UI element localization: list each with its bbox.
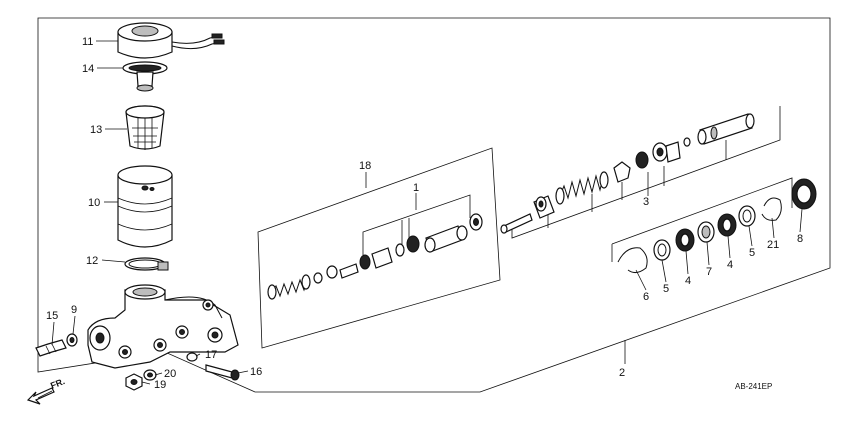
primary-piston-parts: [500, 113, 755, 234]
callout-14: 14: [82, 63, 94, 75]
callout-5a: 5: [663, 283, 669, 295]
front-label: FR.: [49, 376, 66, 391]
seal-set: [617, 178, 817, 274]
callout-17: 17: [205, 349, 217, 361]
callout-1: 1: [413, 182, 419, 194]
callout-21: 21: [767, 239, 779, 251]
figure-code: AB-241EP: [735, 382, 772, 391]
master-cylinder-body: [87, 284, 239, 369]
bleeder-screw: [35, 333, 78, 357]
kit-box-seals: [611, 177, 793, 262]
callout-3: 3: [643, 196, 649, 208]
front-direction-arrow: FR.: [26, 376, 66, 405]
callout-11: 11: [82, 36, 93, 48]
cap-seal: [122, 61, 168, 92]
callout-15: 15: [46, 310, 58, 322]
callout-4a: 4: [685, 275, 691, 287]
callout-4b: 4: [727, 259, 733, 271]
strainer: [125, 105, 165, 150]
callout-10: 10: [88, 197, 100, 209]
reservoir-cap: [117, 22, 225, 59]
callout-12: 12: [86, 255, 98, 267]
kit-box-18: [257, 147, 501, 349]
callout-2: 2: [619, 367, 625, 379]
reservoir-band: [124, 257, 169, 271]
kit-bracket-3: [547, 140, 727, 228]
callout-7: 7: [706, 266, 712, 278]
port-nuts: [125, 369, 157, 391]
callout-19: 19: [154, 379, 166, 391]
callout-6: 6: [643, 291, 649, 303]
stop-pin: [186, 352, 240, 381]
callout-9: 9: [71, 304, 77, 316]
callout-16: 16: [250, 366, 262, 378]
callout-20: 20: [164, 368, 176, 380]
callout-18: 18: [359, 160, 371, 172]
leader-lines: [51, 40, 803, 385]
kit-box-3: [511, 106, 781, 239]
callout-8: 8: [797, 233, 803, 245]
callout-5b: 5: [749, 247, 755, 259]
assembly-outline: [37, 17, 831, 393]
reservoir: [117, 165, 173, 248]
secondary-piston-parts: [267, 213, 483, 300]
callout-13: 13: [90, 124, 102, 136]
